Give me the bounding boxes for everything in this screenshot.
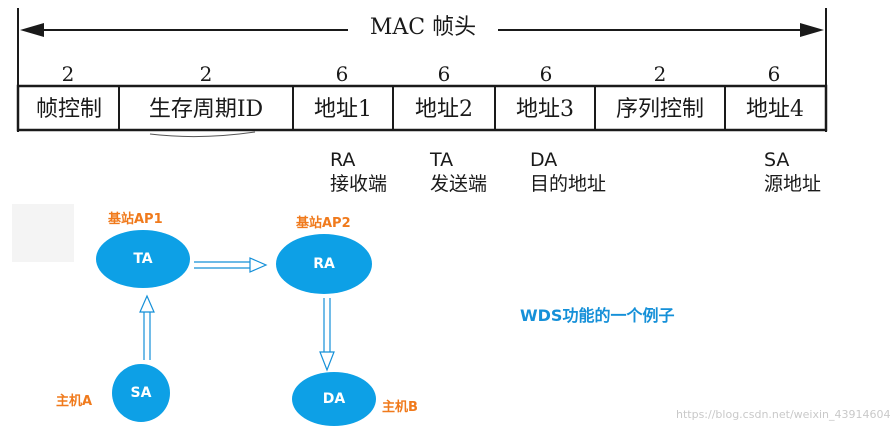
field-divider bbox=[494, 86, 496, 130]
address-role-desc: 目的地址 bbox=[530, 173, 607, 195]
address-role-abbr: SA bbox=[764, 149, 790, 171]
field-divider bbox=[392, 86, 394, 130]
node-ra: RA bbox=[276, 234, 372, 294]
address-role-desc: 接收端 bbox=[330, 173, 388, 195]
address-role-abbr: RA bbox=[330, 149, 356, 171]
address-role-1: RA 接收端 bbox=[330, 148, 387, 196]
field-address-2: 地址2 bbox=[415, 97, 473, 122]
field-size: 2 bbox=[61, 62, 75, 86]
field-divider bbox=[118, 86, 120, 130]
field-size: 6 bbox=[539, 62, 553, 86]
address-role-desc: 发送端 bbox=[430, 173, 488, 195]
watermark: https://blog.csdn.net/weixin_43914604 bbox=[676, 408, 891, 421]
field-size: 2 bbox=[199, 62, 213, 86]
field-duration-id: 生存周期ID bbox=[148, 97, 264, 122]
field-frame-control: 帧控制 bbox=[35, 97, 102, 122]
field-divider bbox=[594, 86, 596, 130]
address-role-2: TA 发送端 bbox=[430, 148, 487, 196]
node-owner-label: 基站AP1 bbox=[108, 212, 163, 227]
field-size: 6 bbox=[767, 62, 781, 86]
node-owner-label: 主机A bbox=[56, 394, 93, 409]
diagram-caption: WDS功能的一个例子 bbox=[520, 306, 675, 325]
address-role-abbr: DA bbox=[530, 149, 558, 171]
field-size: 2 bbox=[653, 62, 667, 86]
address-role-4: SA 源地址 bbox=[764, 148, 821, 196]
address-role-3: DA 目的地址 bbox=[530, 148, 606, 196]
field-size: 6 bbox=[335, 62, 349, 86]
field-divider bbox=[724, 86, 726, 130]
field-address-3: 地址3 bbox=[516, 97, 574, 122]
field-address-4: 地址4 bbox=[746, 97, 804, 122]
field-address-1: 地址1 bbox=[314, 97, 372, 122]
field-divider bbox=[292, 86, 294, 130]
frame-title: MAC 帧头 bbox=[348, 14, 498, 42]
placeholder-box bbox=[12, 204, 74, 262]
node-owner-label: 主机B bbox=[382, 400, 418, 415]
arrow-sa-to-ta bbox=[139, 294, 155, 360]
node-da: DA bbox=[292, 372, 376, 426]
arrow-ra-to-da bbox=[319, 298, 335, 372]
address-role-desc: 源地址 bbox=[764, 173, 822, 195]
node-owner-label: 基站AP2 bbox=[296, 216, 351, 231]
field-sequence-control: 序列控制 bbox=[615, 97, 704, 122]
node-ta: TA bbox=[96, 230, 190, 288]
field-size: 6 bbox=[437, 62, 451, 86]
address-role-abbr: TA bbox=[430, 149, 454, 171]
arrow-ta-to-ra bbox=[194, 257, 268, 273]
node-sa: SA bbox=[112, 364, 170, 422]
